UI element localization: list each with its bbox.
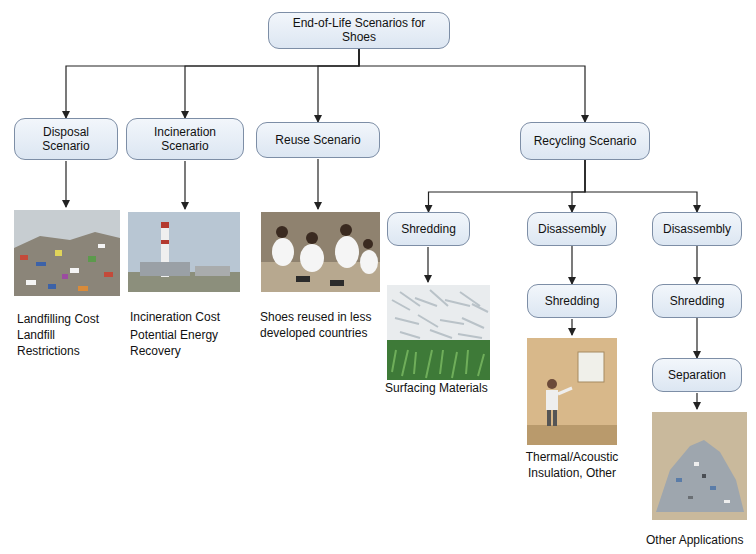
- tree-connector: [429, 160, 586, 212]
- note-label: Other Applications: [646, 533, 752, 549]
- process-box: Disassembly: [652, 212, 742, 246]
- note-label: Landfilling Cost: [17, 312, 117, 328]
- process-box: Shredding: [527, 284, 617, 318]
- process-box: Disassembly: [527, 212, 617, 246]
- box-text: Reuse Scenario: [275, 133, 360, 147]
- note-label: Thermal/Acoustic Insulation, Other: [522, 450, 622, 481]
- scenario-box: Recycling Scenario: [520, 122, 650, 160]
- incinerator-photo: [128, 212, 240, 292]
- box-text: Shredding: [401, 222, 456, 236]
- picture-arrows: [66, 159, 697, 409]
- box-text: Disassembly: [663, 222, 731, 236]
- title-box: End-of-Life Scenarios for Shoes: [268, 12, 450, 49]
- landfill-photo: [14, 210, 120, 296]
- tree-connector: [185, 49, 359, 118]
- scenario-box: Disposal Scenario: [14, 118, 118, 160]
- process-box: Shredding: [387, 212, 470, 246]
- turf-photo: [387, 285, 490, 380]
- scenario-box: Incineration Scenario: [126, 118, 244, 160]
- tree-connector: [572, 160, 585, 212]
- box-text: Disassembly: [538, 222, 606, 236]
- box-text: Disposal Scenario: [20, 125, 112, 154]
- tree-connector: [66, 49, 359, 118]
- tree-connector: [359, 49, 585, 122]
- box-text: Separation: [668, 368, 726, 382]
- note-label: Potential Energy Recovery: [130, 328, 234, 359]
- box-text: Incineration Scenario: [132, 125, 238, 154]
- box-text: Shredding: [545, 294, 600, 308]
- scenario-box: Reuse Scenario: [256, 122, 380, 158]
- note-label: Landfill Restrictions: [17, 328, 97, 359]
- tree-connector: [696, 246, 697, 284]
- tree-connector: [571, 246, 572, 284]
- box-text: Shredding: [670, 294, 725, 308]
- insulation-photo: [527, 338, 617, 445]
- tree-connector: [585, 160, 697, 212]
- process-box: Shredding: [652, 284, 742, 318]
- children-photo: [261, 212, 380, 292]
- tree-connector: [318, 49, 359, 122]
- box-text: End-of-Life Scenarios for Shoes: [274, 16, 444, 45]
- note-label: Surfacing Materials: [385, 381, 505, 397]
- process-box: Separation: [652, 358, 742, 392]
- granulate-photo: [652, 412, 747, 520]
- box-text: Recycling Scenario: [534, 134, 637, 148]
- note-label: Incineration Cost: [130, 310, 240, 326]
- note-label: Shoes reused in less developed countries: [260, 310, 372, 341]
- tree-connector: [696, 318, 697, 358]
